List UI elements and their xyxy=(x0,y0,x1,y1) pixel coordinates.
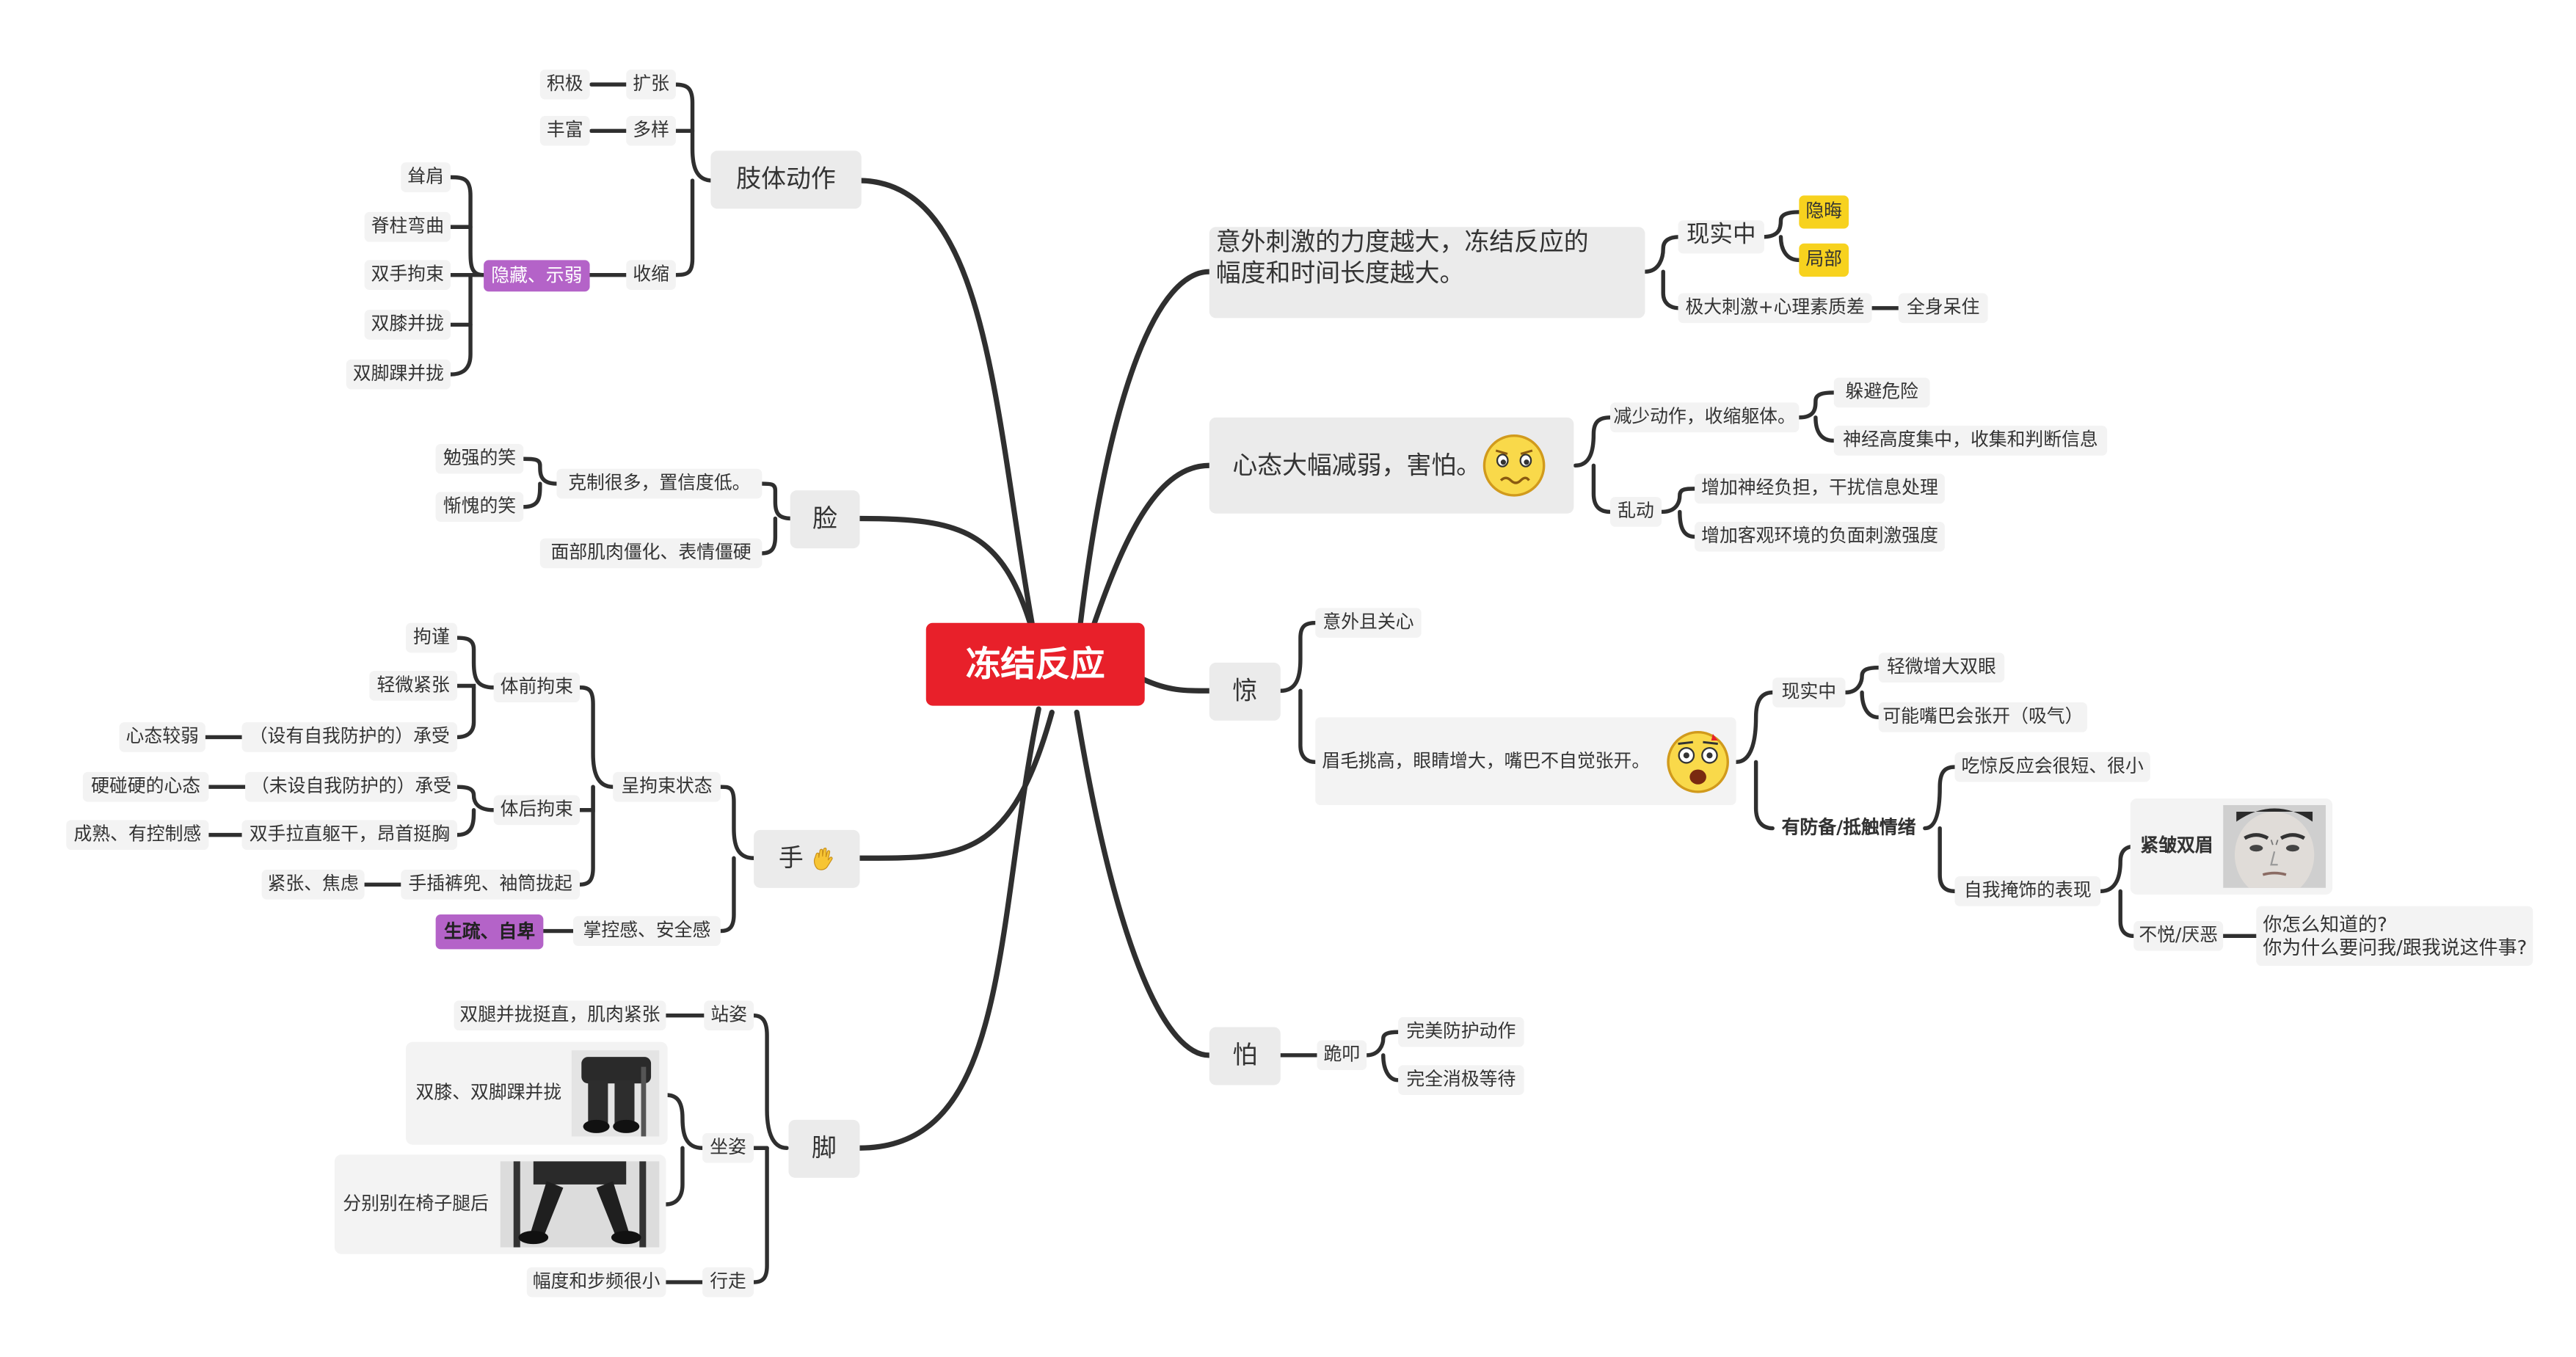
hand-back-restraint[interactable]: 体后拘束 xyxy=(493,795,581,826)
worried-face-icon xyxy=(1482,434,1546,497)
shrink-item[interactable]: 双手拘束 xyxy=(364,260,451,291)
surprise-reality[interactable]: 现实中 xyxy=(1772,677,1846,707)
back-pull-mature[interactable]: 成熟、有控制感 xyxy=(66,820,209,850)
limbs-diverse[interactable]: 多样 xyxy=(626,116,676,146)
branch-face[interactable]: 脸 xyxy=(790,490,860,549)
branch-fear[interactable]: 怕 xyxy=(1209,1027,1281,1085)
hand-pocket-nervous[interactable]: 紧张、焦虑 xyxy=(261,870,365,900)
shrink-item[interactable]: 脊柱弯曲 xyxy=(364,211,451,242)
question-line: 你怎么知道的? xyxy=(2263,912,2387,936)
shrink-item[interactable]: 双膝并拢 xyxy=(364,310,451,340)
front-accept-weak[interactable]: 心态较弱 xyxy=(119,722,205,752)
knees-together-photo xyxy=(571,1050,660,1137)
reality-tag-partial[interactable]: 局部 xyxy=(1799,243,1849,277)
branch-foot[interactable]: 脚 xyxy=(788,1119,860,1178)
back-accept[interactable]: （未设自我防护的）承受 xyxy=(245,771,457,802)
surprise-brows-text: 眉毛挑高，眼睛增大，嘴巴不自觉张开。 xyxy=(1322,749,1651,772)
face-restrain-item[interactable]: 勉强的笑 xyxy=(435,443,524,474)
hand-control-tag[interactable]: 生疏、自卑 xyxy=(435,914,544,950)
intensity-line-2: 幅度和时间长度越大。 xyxy=(1215,258,1465,288)
mentality-label: 心态大幅减弱，害怕。 xyxy=(1232,450,1481,480)
hand-title: 手 xyxy=(778,843,804,873)
disguise-displeasure[interactable]: 不悦/厌恶 xyxy=(2133,921,2224,951)
intensity-extreme[interactable]: 极大刺激+心理素质差 xyxy=(1678,293,1872,324)
frown-face-photo xyxy=(2223,804,2326,888)
foot-stand-detail[interactable]: 双腿并拢挺直，肌肉紧张 xyxy=(454,1000,666,1030)
surprise-unexpected[interactable]: 意外且关心 xyxy=(1315,608,1422,639)
prepared-disguise[interactable]: 自我掩饰的表现 xyxy=(1954,876,2101,906)
intensity-reality[interactable]: 现实中 xyxy=(1678,220,1764,254)
central-topic[interactable]: 冻结反应 xyxy=(925,622,1145,706)
foot-walk[interactable]: 行走 xyxy=(702,1267,754,1298)
frown-photo-card: 紧皱双眉 xyxy=(2130,798,2333,895)
chaos-item[interactable]: 增加神经负担，干扰信息处理 xyxy=(1695,473,1945,504)
sit-photo-card: 分别别在椅子腿后 xyxy=(334,1154,666,1254)
mentality-chaos[interactable]: 乱动 xyxy=(1609,497,1662,527)
intensity-line-1: 意外刺激的力度越大，冻结反应的 xyxy=(1215,227,1589,257)
mentality-reduce[interactable]: 减少动作，收缩躯体。 xyxy=(1609,402,1800,433)
branch-limbs[interactable]: 肢体动作 xyxy=(710,150,862,209)
front-item[interactable]: 轻微紧张 xyxy=(369,671,457,701)
intensity-topic[interactable]: 意外刺激的力度越大，冻结反应的 幅度和时间长度越大。 xyxy=(1209,227,1645,319)
limbs-diverse-rich[interactable]: 丰富 xyxy=(539,116,590,146)
foot-walk-detail[interactable]: 幅度和步频很小 xyxy=(526,1267,666,1298)
branch-surprise[interactable]: 惊 xyxy=(1209,662,1281,721)
limbs-shrink[interactable]: 收缩 xyxy=(626,260,676,291)
legs-behind-chair-photo xyxy=(500,1161,660,1248)
back-accept-hard[interactable]: 硬碰硬的心态 xyxy=(82,771,209,802)
intensity-extreme-freeze[interactable]: 全身呆住 xyxy=(1898,293,1988,324)
hand-restraint[interactable]: 呈拘束状态 xyxy=(613,771,721,802)
question-line: 你为什么要问我/跟我说这件事? xyxy=(2263,936,2528,959)
fear-kneel[interactable]: 跪叩 xyxy=(1317,1040,1367,1071)
reduce-item[interactable]: 躲避危险 xyxy=(1833,377,1930,408)
face-stiff[interactable]: 面部肌肉僵化、表情僵硬 xyxy=(539,538,763,569)
sit-photo-card: 双膝、双脚踝并拢 xyxy=(406,1041,668,1145)
foot-stand[interactable]: 站姿 xyxy=(704,1000,754,1030)
limbs-shrink-tag[interactable]: 隐藏、示弱 xyxy=(484,260,590,292)
front-accept[interactable]: （设有自我防护的）承受 xyxy=(241,722,457,752)
sit-item-label[interactable]: 分别别在椅子腿后 xyxy=(343,1193,489,1215)
prepared-short[interactable]: 吃惊反应会很短、很小 xyxy=(1954,752,2150,782)
face-restrain[interactable]: 克制很多，置信度低。 xyxy=(556,468,763,499)
front-item[interactable]: 拘谨 xyxy=(406,622,457,653)
back-pull[interactable]: 双手拉直躯干，昂首挺胸 xyxy=(241,820,457,850)
kneel-item[interactable]: 完全消极等待 xyxy=(1398,1065,1524,1096)
hand-pocket[interactable]: 手插裤兜、袖筒拢起 xyxy=(401,870,581,900)
branch-hand[interactable]: 手 xyxy=(754,829,860,888)
disguise-frown[interactable]: 紧皱双眉 xyxy=(2140,834,2213,857)
kneel-item[interactable]: 完美防护动作 xyxy=(1398,1016,1524,1047)
limbs-expand[interactable]: 扩张 xyxy=(626,69,676,100)
surprise-reality-item[interactable]: 可能嘴巴会张开（吸气） xyxy=(1878,702,2088,732)
surprise-reality-item[interactable]: 轻微增大双眼 xyxy=(1878,652,2005,683)
shocked-face-icon xyxy=(1663,727,1733,797)
hand-control[interactable]: 掌控感、安全感 xyxy=(572,916,721,946)
shrink-item[interactable]: 耸肩 xyxy=(401,162,451,192)
disguise-questions[interactable]: 你怎么知道的? 你为什么要问我/跟我说这件事? xyxy=(2256,906,2533,966)
sit-item-label[interactable]: 双膝、双脚踝并拢 xyxy=(415,1082,562,1104)
reality-tag-obscure[interactable]: 隐晦 xyxy=(1799,195,1849,229)
surprise-prepared[interactable]: 有防备/抵触情绪 xyxy=(1781,817,1916,839)
face-restrain-item[interactable]: 惭愧的笑 xyxy=(435,492,524,523)
hand-front-restraint[interactable]: 体前拘束 xyxy=(493,672,581,703)
foot-sit[interactable]: 坐姿 xyxy=(702,1132,754,1163)
limbs-expand-positive[interactable]: 积极 xyxy=(539,69,590,100)
reduce-item[interactable]: 神经高度集中，收集和判断信息 xyxy=(1833,426,2108,456)
shrink-item[interactable]: 双脚踝并拢 xyxy=(346,359,451,390)
waving-hand-icon xyxy=(813,847,833,870)
chaos-item[interactable]: 增加客观环境的负面刺激强度 xyxy=(1695,522,1945,552)
